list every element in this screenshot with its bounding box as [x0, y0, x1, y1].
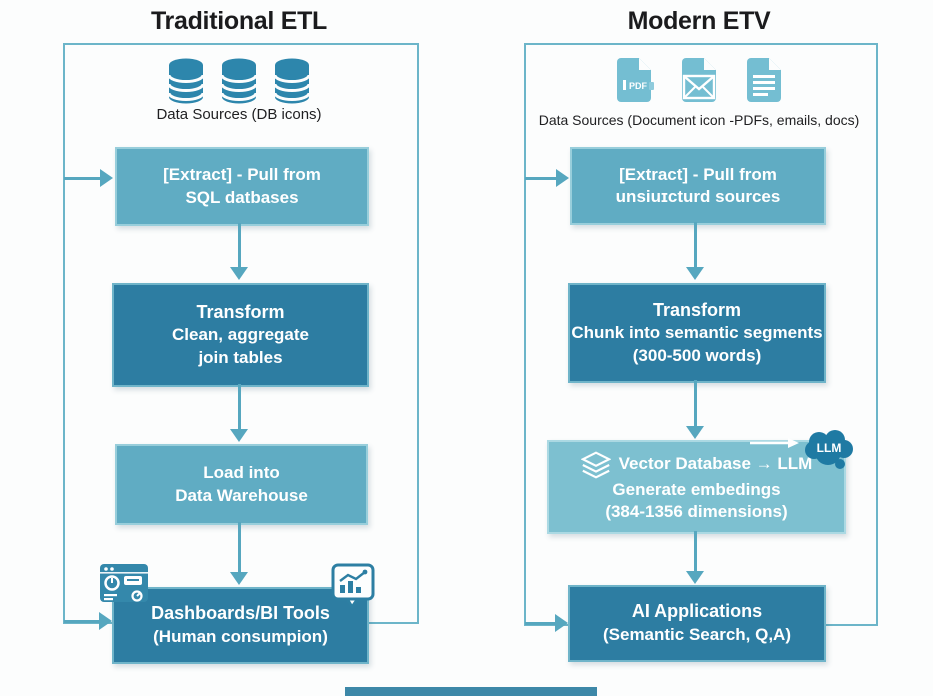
flow-arrow-down	[686, 531, 704, 584]
box-text-line: unsiuɪcturd sources	[615, 187, 781, 206]
text-document-icon	[747, 58, 781, 102]
box-text-line: (Semantic Search, Q,A)	[602, 625, 791, 645]
to-llm-arrow	[750, 438, 799, 448]
db-icons-row	[63, 57, 415, 105]
chart-bubble-icon	[331, 563, 375, 610]
bottom-bar	[345, 687, 597, 696]
box-text-line: (Human consumpion)	[153, 627, 328, 647]
llm-badge-label: LLM	[817, 441, 842, 455]
box-text-line: Dashboards/BI Tools	[151, 603, 330, 624]
doc-icons-row: PDF	[524, 56, 874, 104]
llm-brain-icon: LLM	[805, 430, 853, 469]
email-document-icon	[682, 58, 716, 102]
box-text-line: [Extract] - Pull from	[619, 164, 777, 184]
box-text-line: Load into	[203, 463, 280, 483]
flow-arrow-down	[230, 384, 248, 442]
flow-arrow-right	[525, 169, 569, 187]
box-text-line: Generate embedings	[612, 479, 781, 499]
box-text-line: Vector Database → LLM	[618, 454, 813, 474]
box-text-line: SQL datbases	[185, 187, 299, 207]
database-icon	[220, 58, 258, 104]
box-text-line: Transform	[652, 299, 742, 320]
box-text-line: Data Warehouse	[175, 485, 308, 505]
flow-arrow-right	[525, 614, 568, 632]
box-text-line: Chunk into semantic segments	[571, 323, 823, 343]
flow-arrow-down	[230, 522, 248, 585]
left-sources-caption: Data Sources (DB icons)	[156, 106, 322, 123]
box-text-line: [Extract] - Pull from	[163, 165, 321, 185]
svg-text:PDF: PDF	[629, 81, 648, 91]
flow-arrow-down	[230, 223, 248, 280]
vector-database-box: Vector Database → LLM Generate embedings…	[547, 440, 846, 534]
load-box-left: Load into Data Warehouse	[115, 444, 368, 525]
database-icon	[273, 58, 311, 104]
flow-arrow-down	[686, 380, 704, 439]
ai-applications-box: AI Applications (Semantic Search, Q,A)	[568, 585, 826, 662]
right-column-title: Modern ETV	[627, 7, 771, 35]
box-text-line: Transform	[196, 301, 285, 322]
transform-box-left: Transform Clean, aggregate join tables	[112, 283, 369, 387]
box-text-line: (384-1356 dimensions)	[605, 502, 788, 521]
box-text-line: join tables	[198, 347, 283, 367]
flow-arrow-right	[64, 169, 113, 187]
vector-layers-icon	[580, 451, 611, 479]
right-sources-caption: Data Sources (Document icon -PDFs, email…	[538, 112, 860, 128]
box-text-line: (300-500 words)	[632, 345, 762, 365]
left-column-title: Traditional ETL	[150, 7, 328, 35]
dashboards-box-left: Dashboards/BI Tools (Human consumpion)	[112, 587, 369, 664]
pdf-document-icon: PDF	[617, 58, 654, 102]
box-text-line: AI Applications	[631, 601, 763, 622]
dashboard-window-icon	[100, 564, 148, 602]
flow-arrow-right	[64, 612, 112, 630]
database-icon	[167, 58, 205, 104]
transform-box-right: Transform Chunk into semantic segments (…	[568, 283, 826, 383]
extract-box-left: [Extract] - Pull from SQL datbases	[115, 147, 369, 226]
box-text-line: Clean, aggregate	[172, 325, 309, 345]
flow-arrow-down	[686, 222, 704, 280]
extract-box-right: [Extract] - Pull from unsiuɪcturd source…	[570, 147, 826, 225]
